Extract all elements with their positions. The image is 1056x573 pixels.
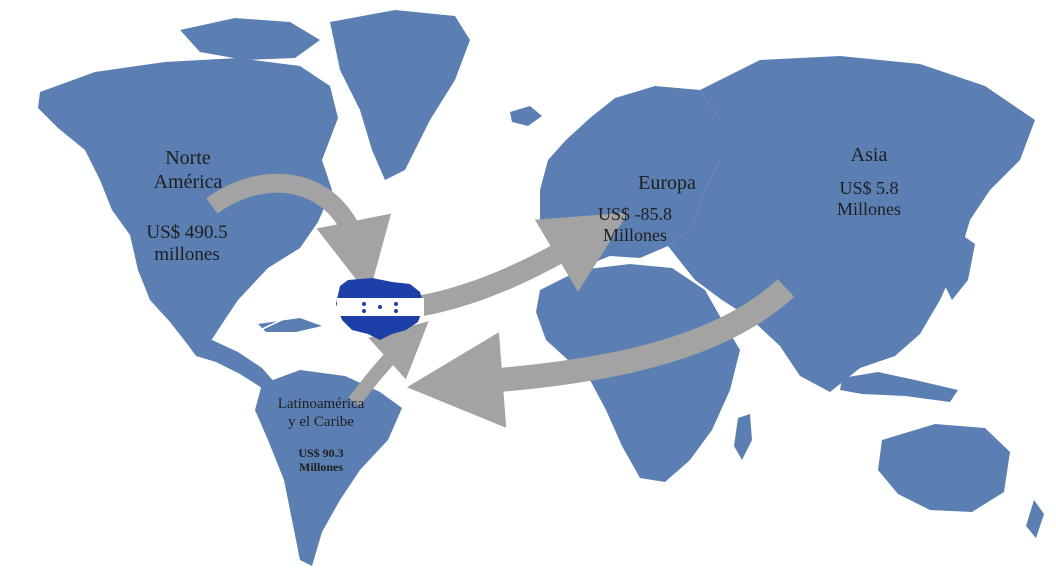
continent-south-america bbox=[255, 370, 402, 566]
continent-africa bbox=[536, 264, 740, 482]
continent-caribbean bbox=[258, 318, 322, 332]
continent-north-america bbox=[38, 58, 338, 350]
flow-arrows bbox=[206, 173, 795, 428]
continent-japan bbox=[944, 230, 975, 300]
honduras-flag-icon bbox=[336, 278, 424, 340]
europe-name: Europa bbox=[638, 172, 696, 194]
flow-arrow-icon bbox=[348, 321, 429, 407]
north-america-amount: US$ 490.5 millones bbox=[146, 222, 228, 266]
continent-british-isles bbox=[560, 140, 580, 176]
continent-iceland bbox=[510, 106, 542, 126]
asia-amount: US$ 5.8 Millones bbox=[836, 178, 901, 220]
continents bbox=[38, 10, 1044, 566]
latin-america-name: Latinoamérica y el Caribe bbox=[277, 396, 365, 430]
latin-america-amount: US$ 90.3 Millones bbox=[298, 446, 344, 475]
continent-arctic-islands bbox=[180, 18, 320, 60]
continent-australia bbox=[878, 424, 1010, 512]
europe-amount: US$ -85.8 Millones bbox=[597, 204, 672, 246]
continent-madagascar bbox=[734, 414, 752, 460]
flow-arrow-icon bbox=[206, 173, 392, 296]
continent-new-zealand bbox=[1026, 500, 1044, 538]
north-america-name: Norte América bbox=[153, 147, 223, 193]
continent-central-america bbox=[188, 340, 276, 388]
flow-arrow-icon bbox=[418, 212, 629, 317]
continent-greenland bbox=[330, 10, 470, 180]
flow-arrow-icon bbox=[406, 279, 795, 428]
asia-name: Asia bbox=[850, 144, 888, 166]
continent-indonesia bbox=[840, 372, 958, 402]
zoom-connector bbox=[227, 289, 353, 346]
